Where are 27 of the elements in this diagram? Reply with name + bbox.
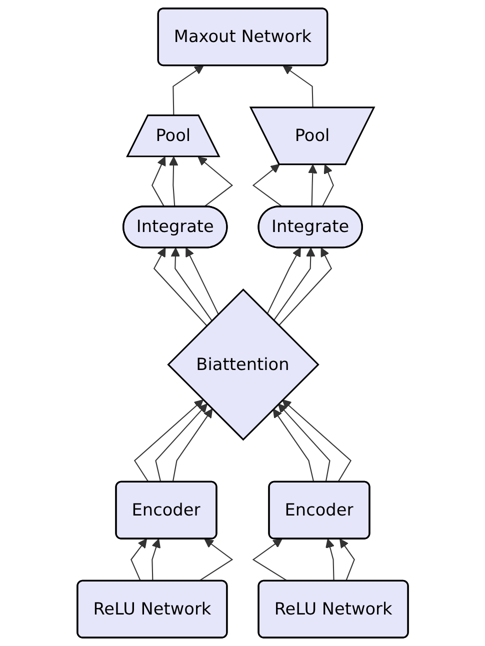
arrow xyxy=(151,156,166,208)
arrow xyxy=(278,248,332,326)
arrow xyxy=(272,408,314,482)
arrow xyxy=(322,164,334,208)
arrow xyxy=(172,65,204,116)
arrow xyxy=(282,399,352,482)
arrow xyxy=(154,404,208,482)
arrow xyxy=(168,156,178,207)
arrow xyxy=(185,248,218,314)
arrow xyxy=(198,538,233,582)
node-diamond: Biattention xyxy=(166,288,320,441)
arrow xyxy=(252,538,288,582)
arrow xyxy=(151,538,160,582)
arrow xyxy=(278,404,330,482)
arrow xyxy=(273,248,316,321)
arrow xyxy=(198,156,233,208)
arrow xyxy=(130,538,147,582)
arrow xyxy=(153,248,207,326)
arrow xyxy=(325,538,334,582)
arrow xyxy=(266,248,301,314)
arrow xyxy=(170,248,212,321)
arrow xyxy=(252,164,283,208)
arrow xyxy=(172,408,212,482)
arrow xyxy=(339,538,355,582)
arrow xyxy=(282,65,314,108)
arrow xyxy=(134,399,204,483)
arrow xyxy=(308,164,317,207)
